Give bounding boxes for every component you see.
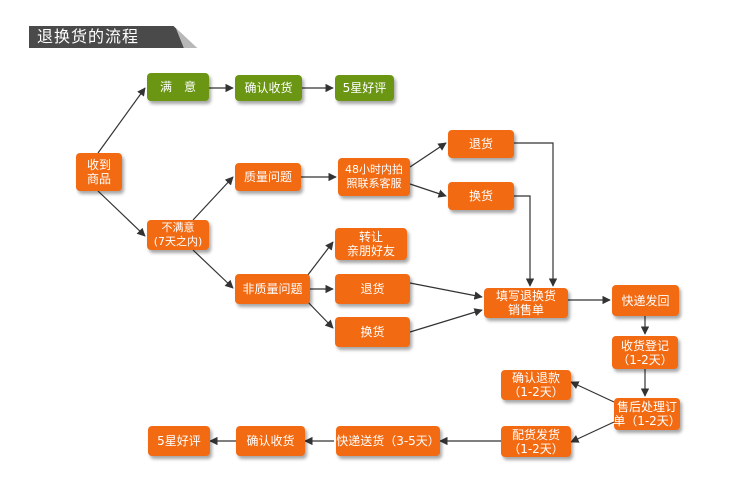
arrow-unsatisfied-quality [192,176,234,221]
node-unsatisfied: 不满意(7天之内) [147,220,209,250]
arrow-process-refund [570,381,615,403]
node-confirm-refund: 确认退款（1-2天） [501,370,571,400]
node-photo-contact: 48小时内拍照联系客服 [338,158,410,196]
node-ship-goods: 配货发货（1-2天） [501,426,571,457]
node-quality-issue: 质量问题 [235,163,301,191]
arrow-receive-unsatisfied [97,190,146,237]
arrow-nonquality-transfer [303,241,334,281]
arrow-returnmid-fill [409,282,483,300]
node-confirm-receipt-top: 确认收货 [235,75,302,101]
node-receive: 收到商品 [76,153,122,191]
node-return-top: 退货 [448,130,514,158]
arrow-process-ship [570,421,615,443]
arrow-returntop-fill [514,142,558,287]
node-satisfied: 满 意 [147,73,209,101]
node-return-mid: 退货 [335,274,410,304]
node-express-delivery: 快递送货（3-5天） [336,426,440,456]
node-exchange-top: 换货 [448,182,514,210]
node-five-star-bottom: 5星好评 [148,426,210,456]
arrow-exchangemid-fill [409,308,483,333]
arrow-photo-return [409,142,447,168]
node-fill-form: 填写退换货销售单 [484,288,568,318]
title-banner: 退换货的流程 [29,26,197,48]
arrow-receive-satisfied [97,87,146,154]
node-exchange-mid: 换货 [335,317,410,347]
arrow-photo-exchange [409,183,447,198]
arrow-unsatisfied-nonquality [192,249,234,289]
node-confirm-receipt-bottom: 确认收货 [236,426,305,456]
node-process-order: 售后处理订单（1-2天） [613,398,681,430]
node-transfer: 转让亲朋好友 [335,228,407,260]
node-register: 收货登记（1-2天） [612,336,678,369]
node-non-quality-issue: 非质量问题 [235,274,310,304]
page-title: 退换货的流程 [37,27,140,46]
node-five-star-top: 5星好评 [335,75,394,101]
arrow-nonquality-exchange [303,297,334,329]
node-express-return: 快递发回 [612,285,679,316]
arrow-exchangetop-fill [514,195,535,287]
